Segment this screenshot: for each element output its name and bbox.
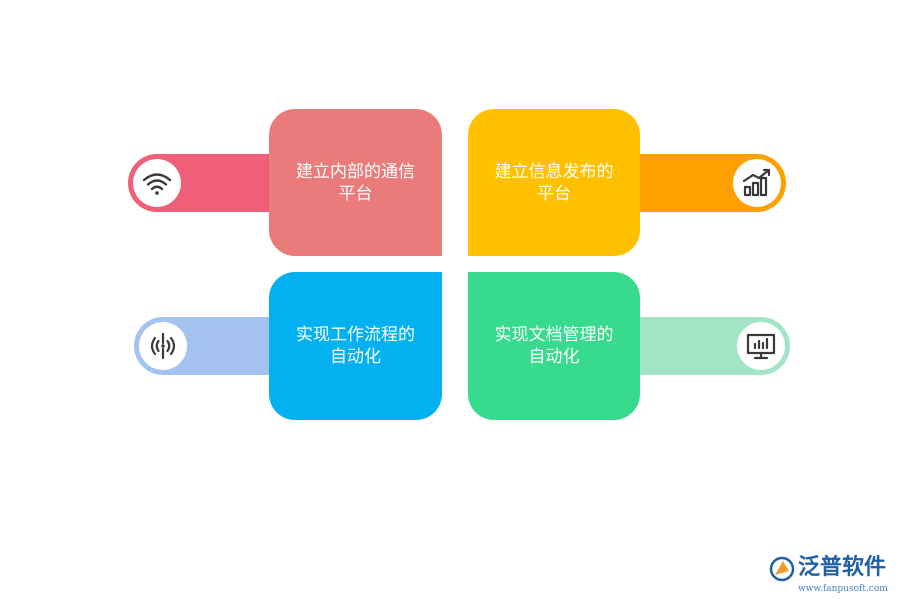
- brand-mark-icon: [769, 556, 795, 582]
- broadcast-signal-icon: [139, 322, 187, 370]
- card-internal-communication: 建立内部的通信 平台: [269, 109, 442, 256]
- card-information-publishing: 建立信息发布的 平台: [468, 109, 640, 256]
- card-label-line1: 建立内部的通信: [296, 161, 415, 182]
- card-label-line1: 实现文档管理的: [494, 325, 614, 345]
- card-document-management: 实现文档管理的 自动化: [468, 272, 640, 420]
- wifi-icon: [133, 159, 181, 207]
- card-label-line2: 平台: [338, 183, 373, 204]
- brand-name: 泛普软件: [798, 555, 887, 580]
- card-label-line1: 建立信息发布的: [494, 161, 614, 182]
- card-workflow-automation: 实现工作流程的 自动化: [269, 272, 442, 420]
- card-label-line2: 平台: [537, 183, 571, 204]
- brand-logo: 泛普软件 www.fanpusoft.com: [768, 553, 893, 597]
- card-label-line1: 实现工作流程的: [296, 325, 415, 345]
- brand-url: www.fanpusoft.com: [798, 584, 888, 594]
- card-label-line2: 自动化: [528, 347, 580, 367]
- presentation-board-icon: [737, 322, 785, 370]
- bar-chart-growth-icon: [733, 159, 781, 207]
- card-label-line2: 自动化: [330, 347, 381, 367]
